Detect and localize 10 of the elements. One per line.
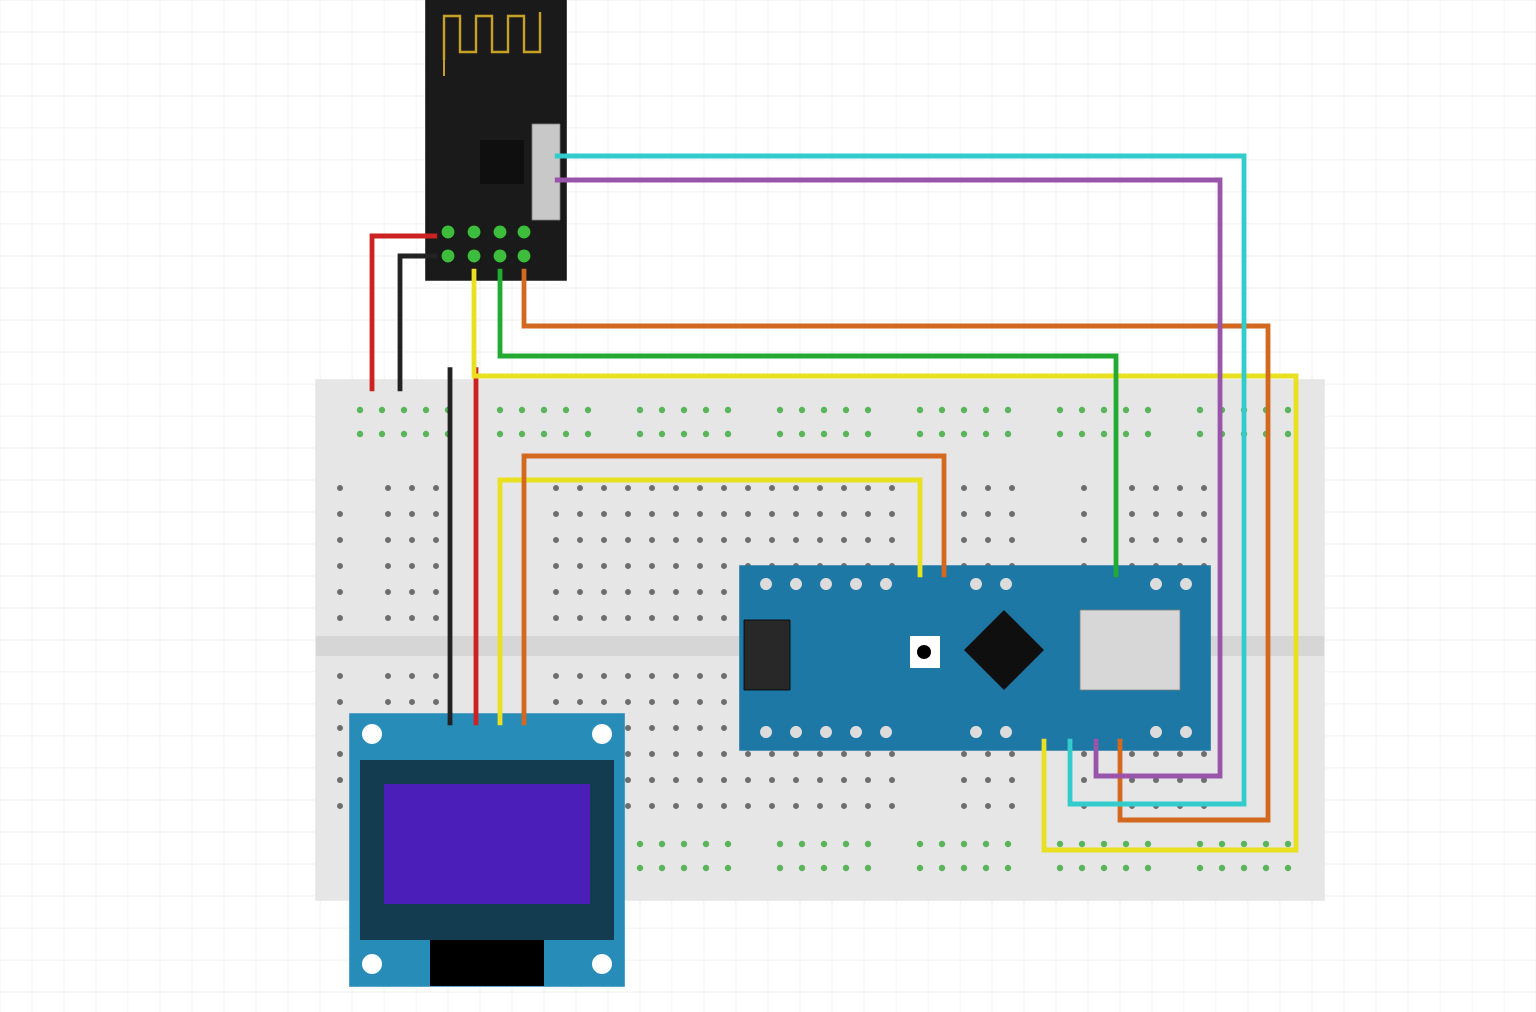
wire xyxy=(369,233,438,392)
wire xyxy=(473,367,479,726)
wire xyxy=(497,268,1119,578)
wire xyxy=(447,367,453,726)
wire xyxy=(397,253,438,392)
wire xyxy=(497,477,923,726)
microcontroller-board-drawing xyxy=(739,565,1211,751)
oled-display-drawing xyxy=(349,713,625,987)
radio-module-drawing xyxy=(425,0,567,281)
wire xyxy=(521,453,947,726)
